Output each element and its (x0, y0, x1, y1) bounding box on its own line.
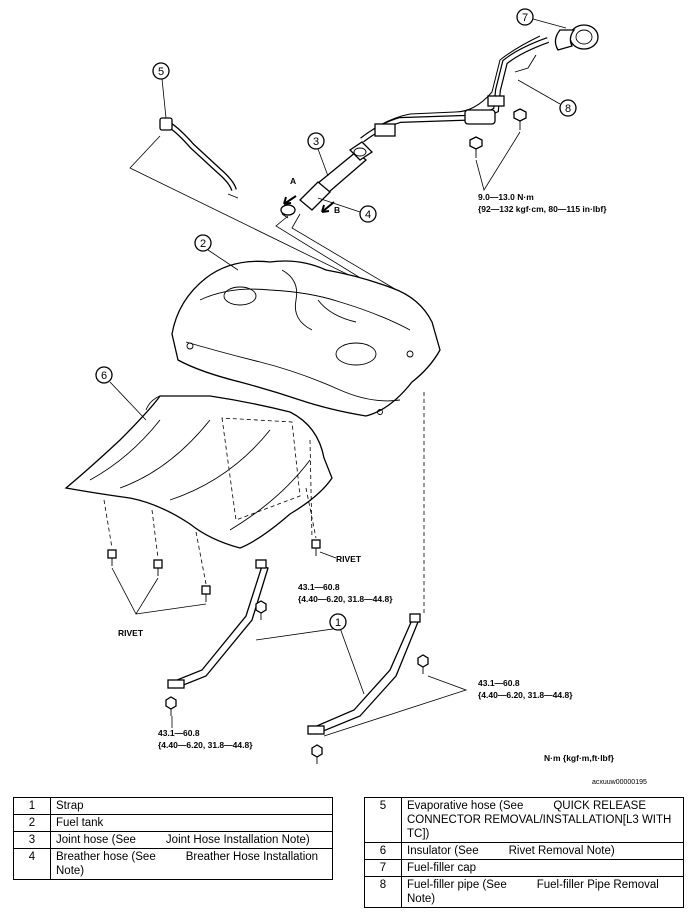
svg-text:A: A (290, 176, 296, 186)
callout-6: 6 (95, 366, 147, 421)
svg-text:5: 5 (158, 66, 164, 78)
rivet (201, 585, 211, 602)
exploded-fuel-tank-diagram: A B (64, 8, 647, 786)
fuel-filler-pipe (360, 35, 550, 143)
fuel-filler-cap (554, 24, 599, 51)
rivet (311, 539, 321, 556)
callout-8: 8 (517, 79, 577, 117)
filler-pipe-bolt (469, 136, 483, 158)
svg-text:{4.40—6.20, 31.8—44.8}: {4.40—6.20, 31.8—44.8} (158, 740, 253, 750)
callout-4: 4 (317, 197, 377, 223)
svg-text:3: 3 (313, 136, 319, 148)
view-arrow-b: B (321, 201, 340, 215)
strap-bolt (311, 744, 323, 764)
svg-text:43.1—60.8: 43.1—60.8 (298, 582, 340, 592)
callout-5: 5 (152, 62, 170, 119)
rivet (107, 549, 117, 566)
strap-bolt (255, 600, 267, 620)
legend-reference-link[interactable]: Rivet Removal Note) (508, 845, 615, 857)
view-arrow-a: A (283, 176, 297, 205)
units-note: N·m {kgf·m,ft·lbf} (544, 753, 615, 763)
svg-text:43.1—60.8: 43.1—60.8 (158, 728, 200, 738)
filler-pipe-bolt (513, 108, 527, 130)
svg-text:43.1—60.8: 43.1—60.8 (478, 678, 520, 688)
svg-text:7: 7 (522, 12, 528, 24)
rivet (153, 559, 163, 576)
torque-spec-strap: 43.1—60.8 {4.40—6.20, 31.8—44.8} (298, 582, 393, 604)
strap-bolt (165, 696, 177, 716)
svg-text:6: 6 (101, 370, 107, 382)
torque-spec-strap: 43.1—60.8 {4.40—6.20, 31.8—44.8} (158, 728, 253, 750)
callout-3: 3 (307, 132, 329, 177)
callout-7: 7 (516, 8, 567, 29)
svg-text:{4.40—6.20, 31.8—44.8}: {4.40—6.20, 31.8—44.8} (478, 690, 573, 700)
strap (307, 613, 421, 735)
rivet-label: RIVET (336, 554, 362, 564)
insulator (64, 395, 333, 549)
legend-row: 7 Fuel-filler cap (364, 859, 684, 877)
strap-bolt (417, 654, 429, 674)
legend-reference-link[interactable]: Joint Hose Installation Note) (165, 834, 310, 846)
svg-text:2: 2 (200, 238, 206, 250)
svg-text:9.0—13.0 N·m: 9.0—13.0 N·m (478, 192, 534, 202)
svg-text:{4.40—6.20, 31.8—44.8}: {4.40—6.20, 31.8—44.8} (298, 594, 393, 604)
fuel-tank (171, 260, 441, 417)
legend-reference-link[interactable]: QUICK RELEASE CONNECTOR REMOVAL/INSTALLA… (407, 800, 672, 840)
svg-text:1: 1 (335, 617, 341, 629)
evaporative-hose (159, 117, 239, 199)
callout-1: 1 (329, 613, 347, 631)
svg-text:{92—132 kgf·cm, 80—115 in·lbf}: {92—132 kgf·cm, 80—115 in·lbf} (478, 204, 607, 214)
svg-text:4: 4 (365, 209, 371, 221)
callout-2: 2 (194, 234, 239, 271)
legend-reference-link[interactable]: Breather Hose Installation Note) (56, 851, 319, 877)
legend-row: 2 Fuel tank (13, 814, 333, 832)
legend-row: 1 Strap (13, 797, 333, 815)
svg-text:B: B (334, 205, 340, 215)
strap (167, 559, 269, 689)
svg-text:8: 8 (565, 103, 571, 115)
torque-spec-strap: 43.1—60.8 {4.40—6.20, 31.8—44.8} (478, 678, 573, 700)
figure-code: acxuuw00000195 (592, 779, 647, 786)
breather-hose (280, 181, 331, 219)
legend-reference-link[interactable]: Fuel-filler Pipe Removal Note) (407, 879, 659, 905)
torque-spec-filler-pipe: 9.0—13.0 N·m {92—132 kgf·cm, 80—115 in·l… (478, 192, 607, 214)
rivet-label: RIVET (118, 628, 144, 638)
